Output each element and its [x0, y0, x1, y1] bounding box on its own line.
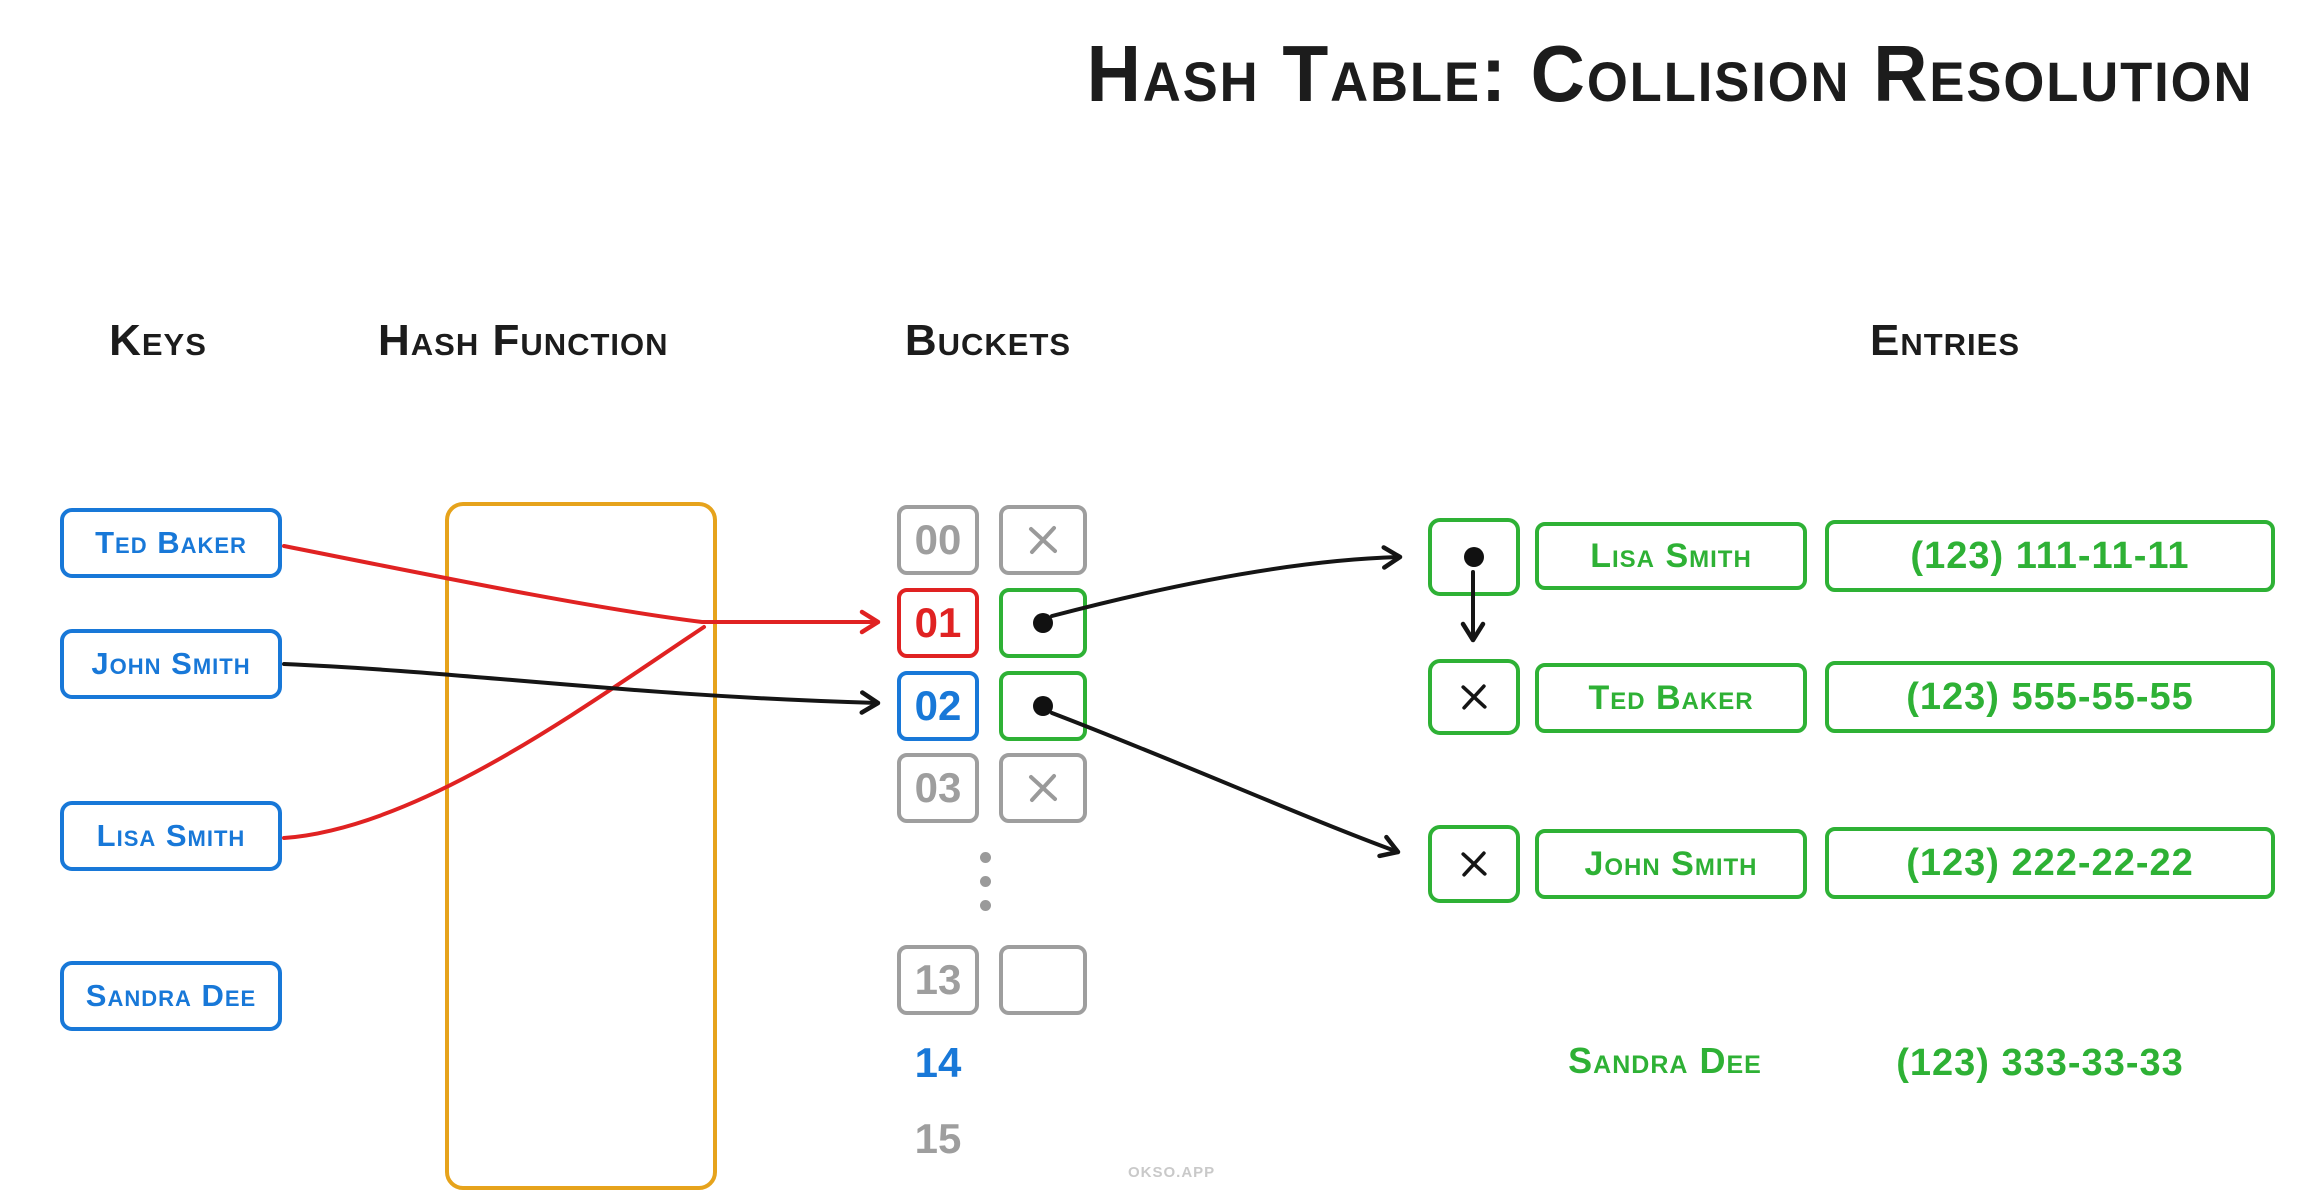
bucket-index-03: 03 — [897, 753, 979, 823]
header-keys: Keys — [109, 316, 207, 365]
entry-lisa-name: Lisa Smith — [1535, 522, 1807, 590]
arrow-bucket-02-to-entry-john — [1050, 711, 1401, 859]
bucket-index-02: 02 — [897, 671, 979, 741]
entry-ted-pointer-cell — [1428, 659, 1520, 735]
entry-ted-phone: (123) 555-55-55 — [1825, 661, 2275, 733]
bucket-index-13: 13 — [897, 945, 979, 1015]
header-hash-function: Hash Function — [378, 316, 669, 365]
pointer-dot — [1033, 696, 1053, 716]
pointer-dot — [1464, 547, 1484, 567]
buckets-ellipsis-dot — [980, 900, 991, 911]
key-ted-baker: Ted Baker — [60, 508, 282, 578]
arrow-bucket-01-to-entry-lisa — [1050, 545, 1403, 618]
bucket-label-14: 14 — [914, 1039, 962, 1086]
entry-john-phone: (123) 222-22-22 — [1825, 827, 2275, 899]
bucket-slot-01-pointer — [999, 588, 1087, 658]
bucket-slot-13-blank — [999, 945, 1087, 1015]
bucket-slot-02-pointer — [999, 671, 1087, 741]
key-john-smith: John Smith — [60, 629, 282, 699]
header-buckets: Buckets — [904, 316, 1072, 365]
key-sandra-dee: Sandra Dee — [60, 961, 282, 1031]
header-entries: Entries — [1869, 316, 2021, 365]
page-title: Hash Table: Collision Resolution — [1086, 29, 2254, 118]
entry-lisa-phone: (123) 111-11-11 — [1825, 520, 2275, 592]
watermark: OKSO.APP — [1128, 1164, 1216, 1181]
key-lisa-smith: Lisa Smith — [60, 801, 282, 871]
entry-sandra-phone: (123) 333-33-33 — [1896, 1042, 2184, 1084]
buckets-ellipsis-dot — [980, 852, 991, 863]
hash-function-box — [445, 502, 717, 1190]
null-x-icon — [1461, 851, 1487, 877]
null-x-icon — [1461, 684, 1487, 710]
bucket-index-01: 01 — [897, 588, 979, 658]
null-x-icon — [1029, 774, 1057, 802]
buckets-ellipsis-dot — [980, 876, 991, 887]
null-x-icon — [1029, 526, 1057, 554]
pointer-dot — [1033, 613, 1053, 633]
entry-sandra-name: Sandra Dee — [1568, 1040, 1762, 1081]
entry-lisa-pointer-cell — [1428, 518, 1520, 596]
entry-john-pointer-cell — [1428, 825, 1520, 903]
bucket-slot-00-null — [999, 505, 1087, 575]
entry-john-name: John Smith — [1535, 829, 1807, 899]
bucket-label-15: 15 — [914, 1115, 962, 1162]
bucket-index-00: 00 — [897, 505, 979, 575]
bucket-slot-03-null — [999, 753, 1087, 823]
entry-ted-name: Ted Baker — [1535, 663, 1807, 733]
